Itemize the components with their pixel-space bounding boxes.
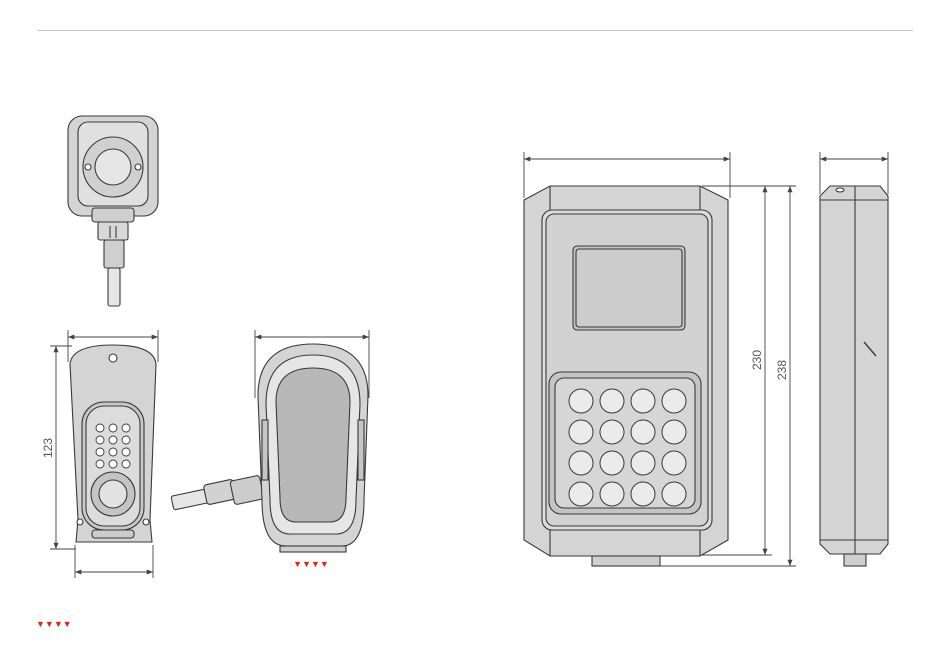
small-device-side-view [171, 344, 368, 552]
large-height-inner-label: 230 [750, 350, 764, 370]
large-device-side-view [820, 186, 888, 566]
large-height-outer-label: 238 [775, 360, 789, 380]
small-device-front-view [70, 345, 156, 542]
small-height-label: 123 [41, 438, 55, 458]
red-triangle-markers: ▼▼▼▼ [36, 619, 72, 629]
side-view-marker: ▼▼▼▼ [293, 559, 329, 569]
small-device-top-view [68, 116, 158, 306]
large-device-front-view [524, 186, 728, 566]
bottom-left-marker: ▼▼▼▼ [36, 618, 72, 630]
